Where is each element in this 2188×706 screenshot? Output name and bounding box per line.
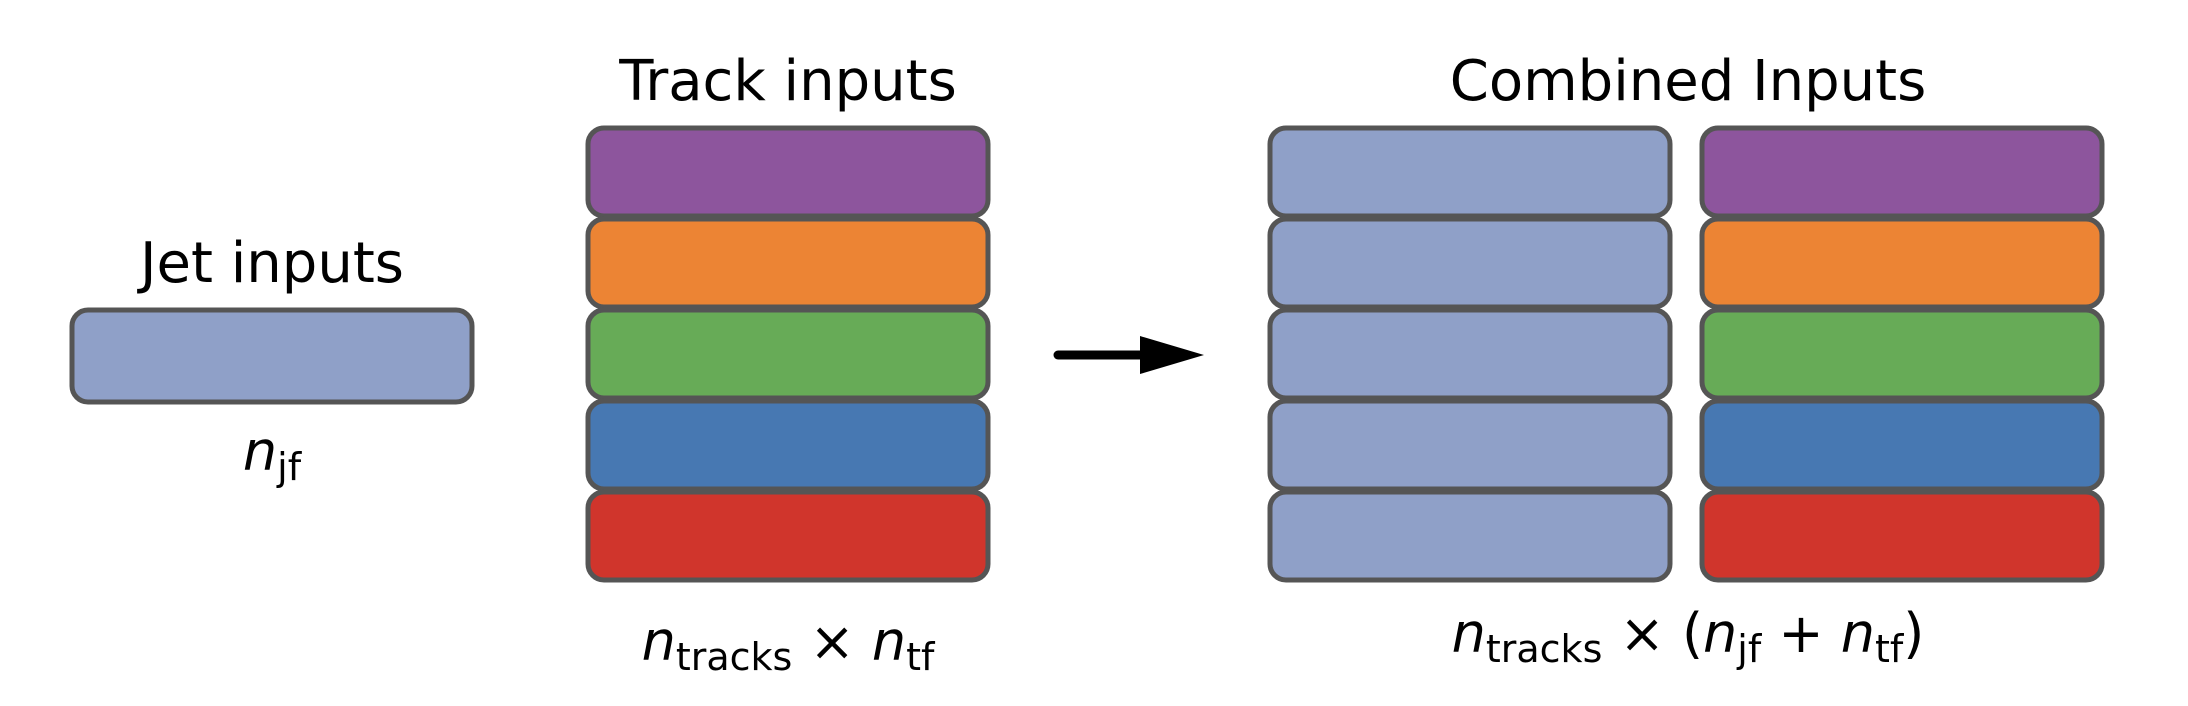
combined-jet-row-5 (1267, 489, 1673, 583)
combined-inputs-panel: Combined Inputs ntracks × (njf + ntf) (1267, 49, 2105, 671)
n-symbol: n (872, 610, 906, 673)
track-input-row-4 (585, 398, 991, 492)
combined-track-row-4 (1699, 398, 2105, 492)
combined-jet-row-1 (1267, 125, 1673, 219)
combined-jet-row-3 (1267, 307, 1673, 401)
track-input-row-3 (585, 307, 991, 401)
jf-subscript: jf (1736, 627, 1763, 671)
n-symbol: n (243, 420, 277, 483)
jet-inputs-title: Jet inputs (137, 231, 404, 296)
jet-inputs-dimension-label: njf (243, 420, 303, 489)
combined-jet-stack (1267, 125, 1673, 583)
combined-inputs-title: Combined Inputs (1450, 49, 1927, 114)
combined-jet-row-2 (1267, 216, 1673, 310)
jet-inputs-panel: Jet inputs njf (69, 231, 475, 489)
combined-track-stack (1699, 125, 2105, 583)
jet-input-box (69, 307, 475, 405)
combined-track-row-2 (1699, 216, 2105, 310)
n-symbol: n (1703, 602, 1737, 665)
track-input-stack (585, 125, 991, 583)
times-symbol: × (792, 610, 872, 673)
track-inputs-title: Track inputs (618, 49, 957, 114)
right-arrow-icon (1053, 336, 1204, 374)
combined-track-row-5 (1699, 489, 2105, 583)
tracks-subscript: tracks (676, 635, 793, 679)
combined-track-row-3 (1699, 307, 2105, 401)
combined-track-row-1 (1699, 125, 2105, 219)
close-paren: ) (1903, 602, 1924, 665)
combined-jet-row-4 (1267, 398, 1673, 492)
tf-subscript: tf (906, 635, 936, 679)
n-symbol: n (642, 610, 676, 673)
track-input-row-1 (585, 125, 991, 219)
n-symbol: n (1841, 602, 1875, 665)
track-inputs-panel: Track inputs ntracks × ntf (585, 49, 991, 679)
times-open-paren: × ( (1602, 602, 1703, 665)
track-input-row-2 (585, 216, 991, 310)
jf-subscript: jf (276, 445, 303, 489)
plus-symbol: + (1761, 602, 1841, 665)
track-input-row-5 (585, 489, 991, 583)
tracks-subscript: tracks (1486, 627, 1603, 671)
tf-subscript: tf (1875, 627, 1905, 671)
n-symbol: n (1452, 602, 1486, 665)
combined-inputs-dimension-label: ntracks × (njf + ntf) (1452, 602, 1925, 671)
track-inputs-dimension-label: ntracks × ntf (642, 610, 936, 679)
